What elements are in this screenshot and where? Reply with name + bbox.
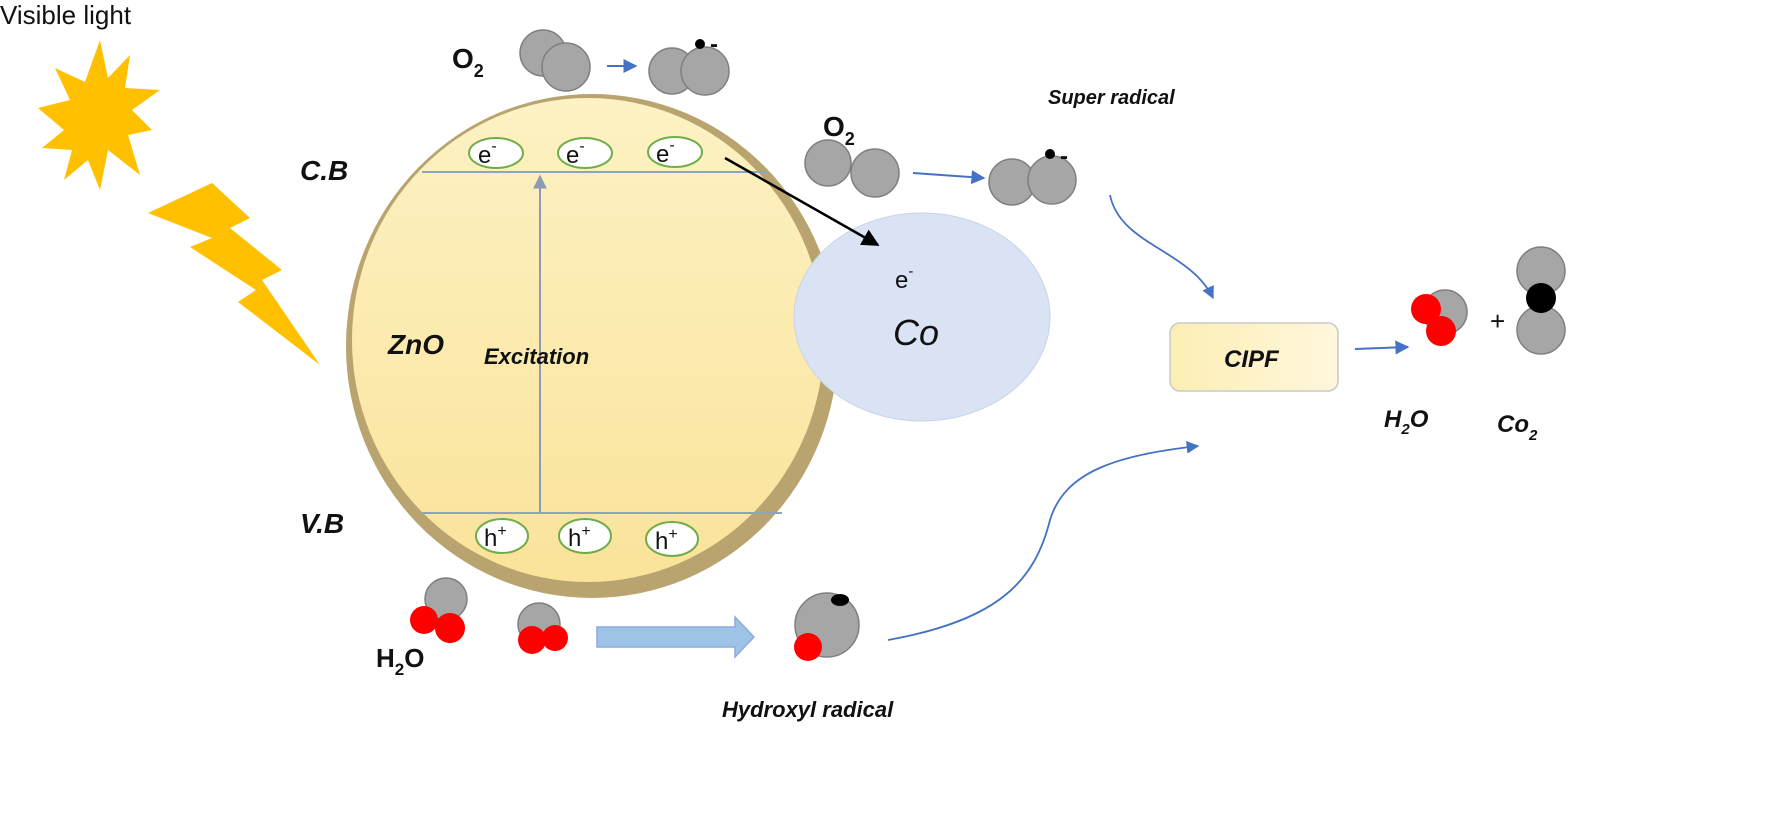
electron-carrier: e- [557,137,613,169]
zno-label: ZnO [387,329,444,360]
water-molecule [517,602,568,654]
electron-transfer-arrow [724,156,880,247]
superoxide-radical [648,39,730,96]
electron-charge: - [669,137,674,154]
plus-sign: + [1490,306,1505,336]
hole-carrier: h+ [645,521,699,557]
electron-symbol: e [656,141,669,168]
electron-symbol: e [566,142,579,169]
co-sphere [793,212,1051,422]
radical-charge: - [1060,143,1068,170]
radical-charge: - [710,31,718,58]
electron-charge: - [491,138,496,155]
cipf-label: CIPF [1224,346,1280,373]
svg-text:e-: e- [656,137,675,168]
electron-charge: - [579,138,584,155]
co-electron-label: e- [895,263,913,294]
sun-icon [38,40,160,190]
svg-text:e-: e- [566,138,585,169]
carbon-dioxide-molecule [1516,246,1566,355]
hole-charge: + [668,526,677,543]
water-molecule [410,577,468,643]
hole-charge: + [581,523,590,540]
hydroxyl-radical-label: Hydroxyl radical [722,697,894,722]
hydroxyl-to-cipf-arrow [887,441,1200,641]
svg-text:e-: e- [478,138,497,169]
water-molecule [1411,289,1468,346]
superoxide-radical [988,149,1077,206]
cipf-box [1169,322,1339,392]
h2o-reactant-label: H2O [376,643,424,679]
hole-symbol: h [655,528,668,555]
co-label: Co [893,312,939,353]
electron-carrier: e- [647,136,703,168]
valence-band-label: V.B [300,508,344,539]
hole-carrier: h+ [475,518,529,554]
h2o-product-label: H2O [1384,406,1429,438]
o2-right-label: O2 [823,111,855,149]
co2-product-label: Co2 [1497,411,1538,444]
super-radical-label: Super radical [1048,87,1175,109]
o2-top-label: O2 [452,43,484,81]
reaction-arrow [912,170,986,185]
hole-charge: + [497,523,506,540]
electron-carrier: e- [468,137,524,169]
conduction-band-label: C.B [300,155,348,186]
oxygen-molecule [519,29,591,92]
lightning-bolt-icon [148,183,320,365]
svg-text:h+: h+ [484,523,507,552]
cipf-to-products-arrow [1354,340,1410,355]
electron-symbol: e [478,142,491,169]
hole-symbol: h [484,525,497,552]
hydroxyl-radical-molecule [794,592,860,661]
excitation-label: Excitation [484,344,589,369]
super-radical-to-cipf-arrow [1109,194,1214,300]
hole-carrier: h+ [558,518,612,554]
visible-light-label: Visible light [0,0,132,30]
oxygen-molecule [804,139,900,198]
hole-symbol: h [568,525,581,552]
zno-sphere [352,98,824,582]
block-arrow [596,615,756,659]
svg-text:h+: h+ [655,526,678,555]
svg-text:h+: h+ [568,523,591,552]
